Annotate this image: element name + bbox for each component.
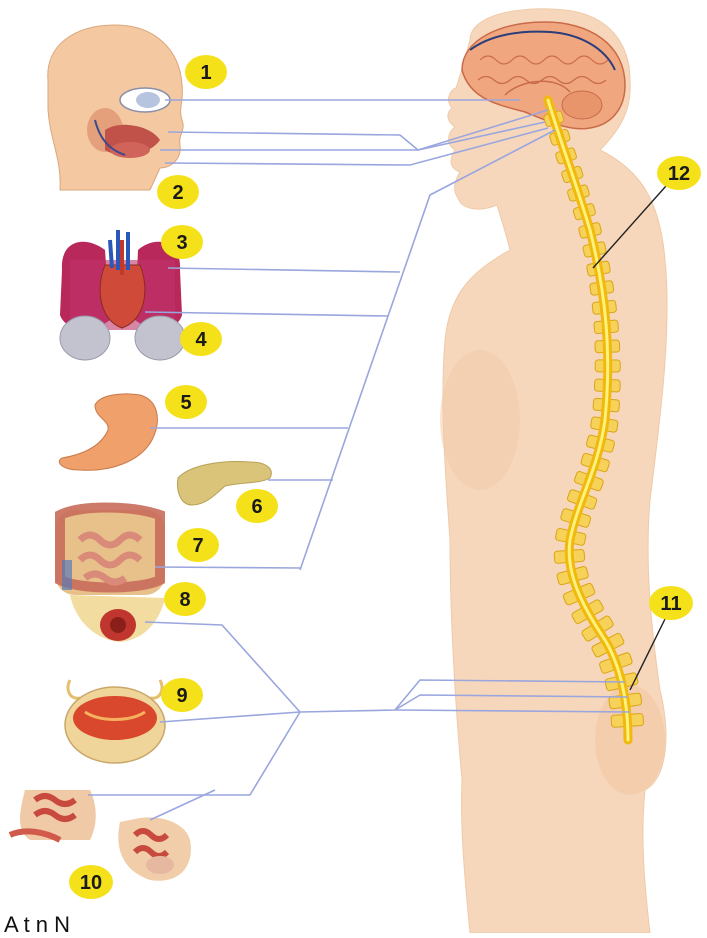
connector-3	[167, 267, 401, 273]
svg-text:12: 12	[668, 163, 690, 185]
stomach-illustration	[58, 393, 158, 471]
connector-7	[154, 566, 301, 569]
bladder-illustration	[64, 679, 166, 764]
badge-7: 7	[177, 528, 219, 562]
connector-2a	[167, 121, 546, 151]
reproductive-organs-illustration	[8, 790, 191, 881]
connector-sacral-2	[394, 694, 629, 711]
badge-10: 10	[69, 865, 113, 899]
connector-vagus-trunk	[299, 129, 556, 571]
connector-8	[144, 621, 301, 713]
pointer-lines	[592, 185, 667, 691]
svg-text:4: 4	[195, 329, 207, 351]
svg-text:3: 3	[176, 232, 187, 254]
svg-text:2: 2	[172, 182, 183, 204]
pointer-12	[592, 185, 667, 269]
svg-text:6: 6	[251, 496, 262, 518]
connector-4	[144, 311, 389, 317]
svg-text:9: 9	[176, 685, 187, 707]
chest-shading	[440, 350, 520, 490]
svg-text:8: 8	[179, 589, 190, 611]
connector-2c	[164, 127, 549, 166]
badge-8: 8	[164, 582, 206, 616]
badge-9: 9	[161, 678, 203, 712]
svg-text:11: 11	[660, 593, 681, 615]
connector-9	[159, 711, 301, 723]
head-organ-illustration	[47, 24, 184, 191]
badge-4: 4	[180, 322, 222, 356]
badge-3: 3	[161, 225, 203, 259]
connector-10b	[149, 789, 216, 821]
connector-2b	[160, 109, 549, 151]
pelvis-rectum-illustration	[70, 595, 165, 642]
intestines-illustration	[55, 502, 165, 595]
human-body-figure	[440, 8, 668, 933]
svg-text:1: 1	[200, 62, 211, 84]
badge-1: 1	[185, 55, 227, 89]
badge-6: 6	[236, 489, 278, 523]
badge-11: 11	[649, 586, 693, 620]
pointer-11	[629, 616, 667, 691]
heart-lungs-illustration	[59, 230, 186, 361]
connector-10a	[88, 711, 301, 796]
badge-5: 5	[165, 385, 207, 419]
connector-sacral-3	[394, 709, 631, 713]
brain	[461, 21, 626, 130]
number-badges: 1 2 3 4 5 6 7 8 9 10 11 12	[69, 55, 701, 899]
connector-sacral-trunk	[299, 679, 626, 713]
pancreas-illustration	[177, 461, 272, 506]
svg-text:5: 5	[180, 392, 191, 414]
svg-text:7: 7	[192, 535, 203, 557]
badge-2: 2	[157, 175, 199, 209]
svg-text:10: 10	[80, 872, 102, 894]
nerve-connectors	[88, 99, 631, 821]
badge-12: 12	[657, 156, 701, 190]
figure-caption: A t n N	[4, 912, 71, 937]
